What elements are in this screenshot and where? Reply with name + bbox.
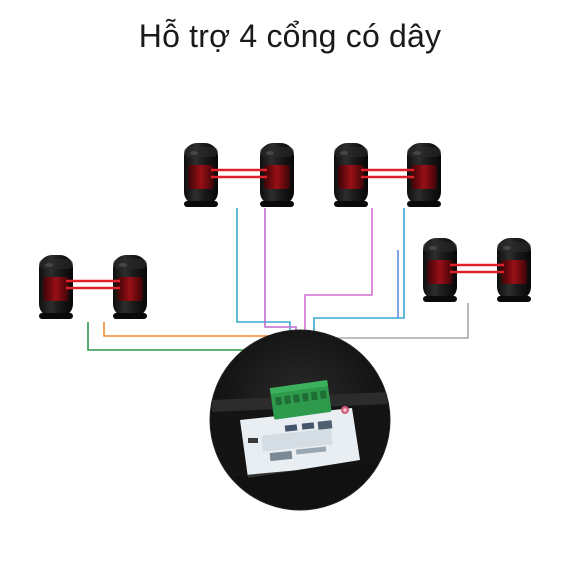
- terminal-block: [269, 379, 332, 420]
- receiver-icon: [407, 143, 441, 207]
- detector-pair-4: [423, 238, 531, 302]
- transmitter-icon: [423, 238, 457, 302]
- transmitter-icon: [334, 143, 368, 207]
- transmitter-icon: [184, 143, 218, 207]
- control-panel: [209, 329, 391, 511]
- receiver-icon: [497, 238, 531, 302]
- receiver-icon: [260, 143, 294, 207]
- detector-pair-2: [184, 143, 294, 207]
- detector-pair-1: [39, 255, 147, 319]
- page-title: Hỗ trợ 4 cổng có dây: [138, 18, 442, 54]
- detector-pair-3: [334, 143, 441, 207]
